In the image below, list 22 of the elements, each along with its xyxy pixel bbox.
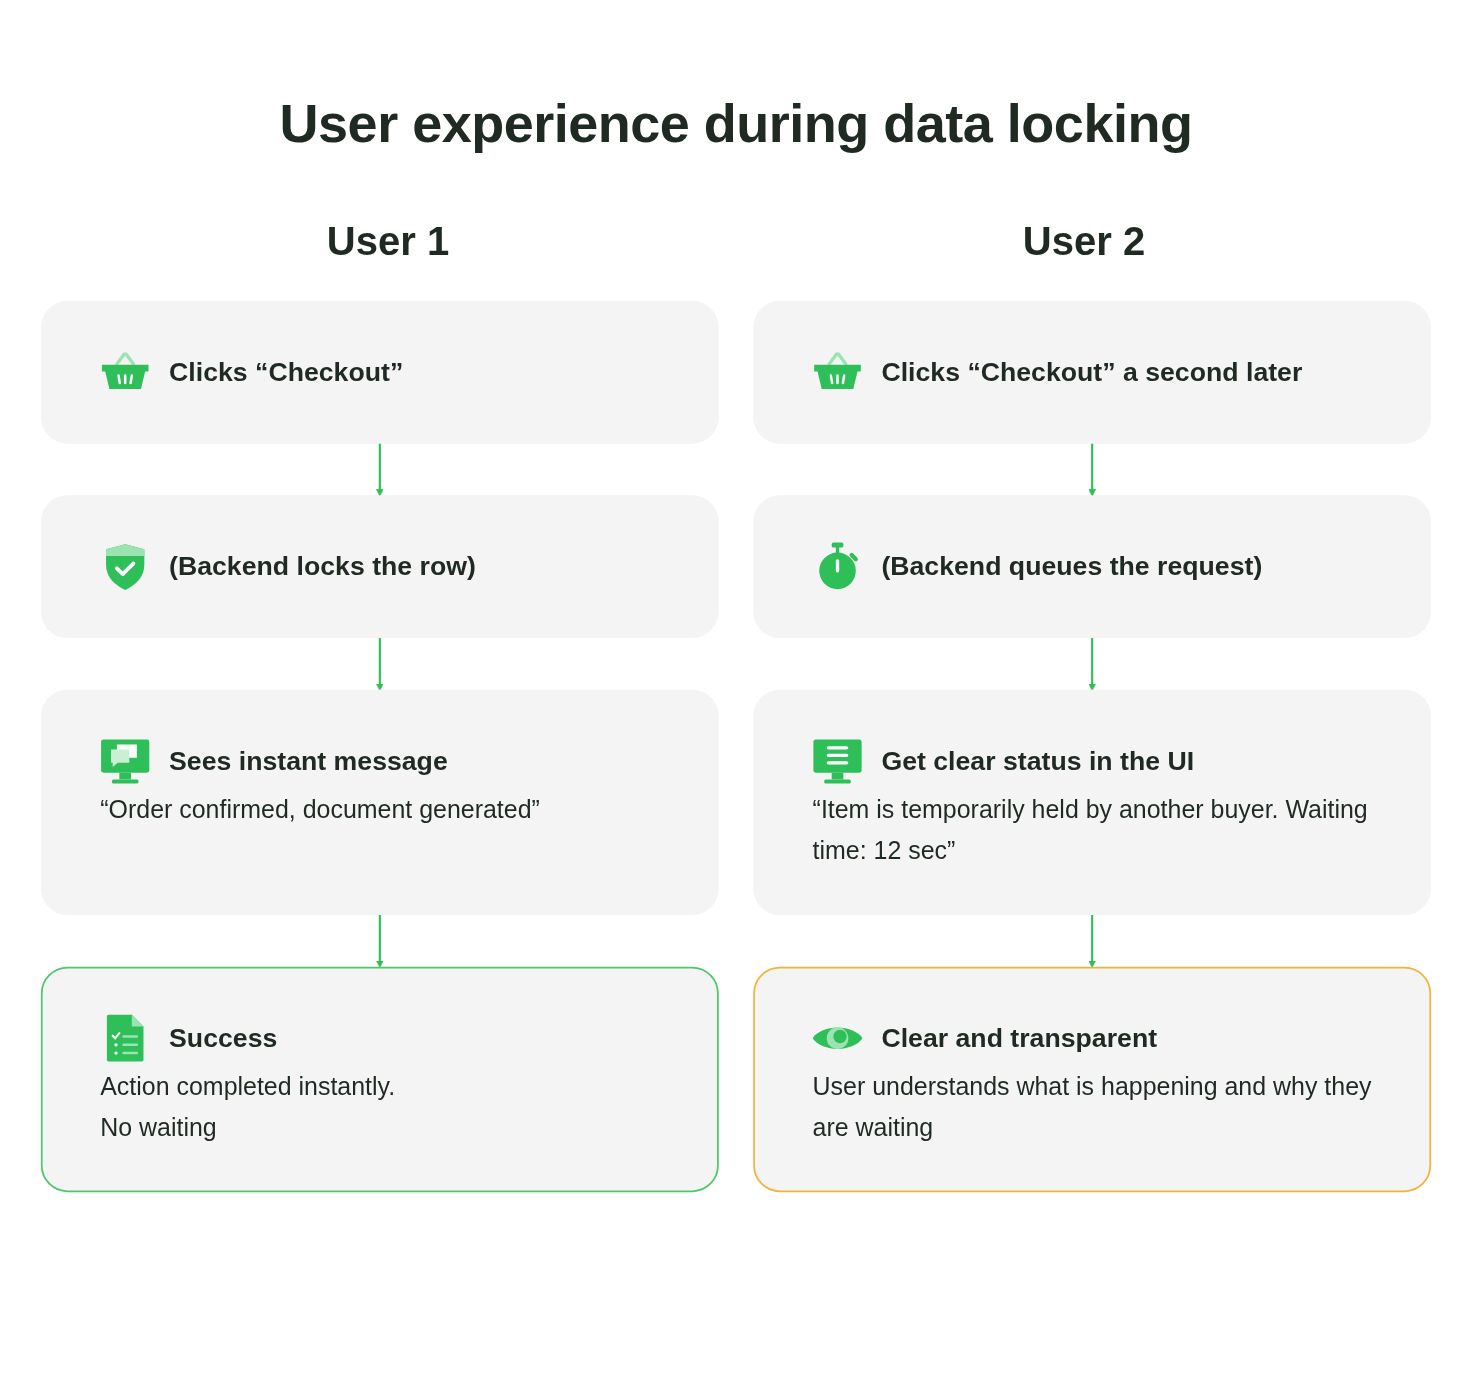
column-heading: User 2 [1022,219,1146,263]
column-heading: User 1 [326,219,450,263]
step-text: No waiting [100,1113,217,1142]
step-text: “Order confirmed, document generated” [100,795,540,824]
step-heading: (Backend locks the row) [169,551,476,582]
arrow [376,442,384,497]
arrow [376,637,384,691]
step-text: “Item is temporarily held by another buyer. Waiting time: 12 sec” [812,795,1368,865]
arrow [1088,442,1096,497]
step-heading: Clicks “Checkout” a second later [881,356,1303,387]
arrow [1088,637,1096,691]
arrow [1088,914,1096,968]
step-heading: Get clear status in the UI [881,745,1195,776]
step-heading: Success [169,1022,278,1053]
step-heading: Clicks “Checkout” [169,356,404,387]
step-text: User understands what is happening and why they are waiting [812,1072,1372,1142]
step-heading: Sees instant message [169,745,448,776]
arrow [376,914,384,968]
diagram-title: User experience during data locking [279,92,1193,154]
step-heading: (Backend queues the request) [881,551,1263,582]
step-heading: Clear and transparent [881,1022,1158,1053]
step-text: Action completed instantly. [100,1072,396,1101]
